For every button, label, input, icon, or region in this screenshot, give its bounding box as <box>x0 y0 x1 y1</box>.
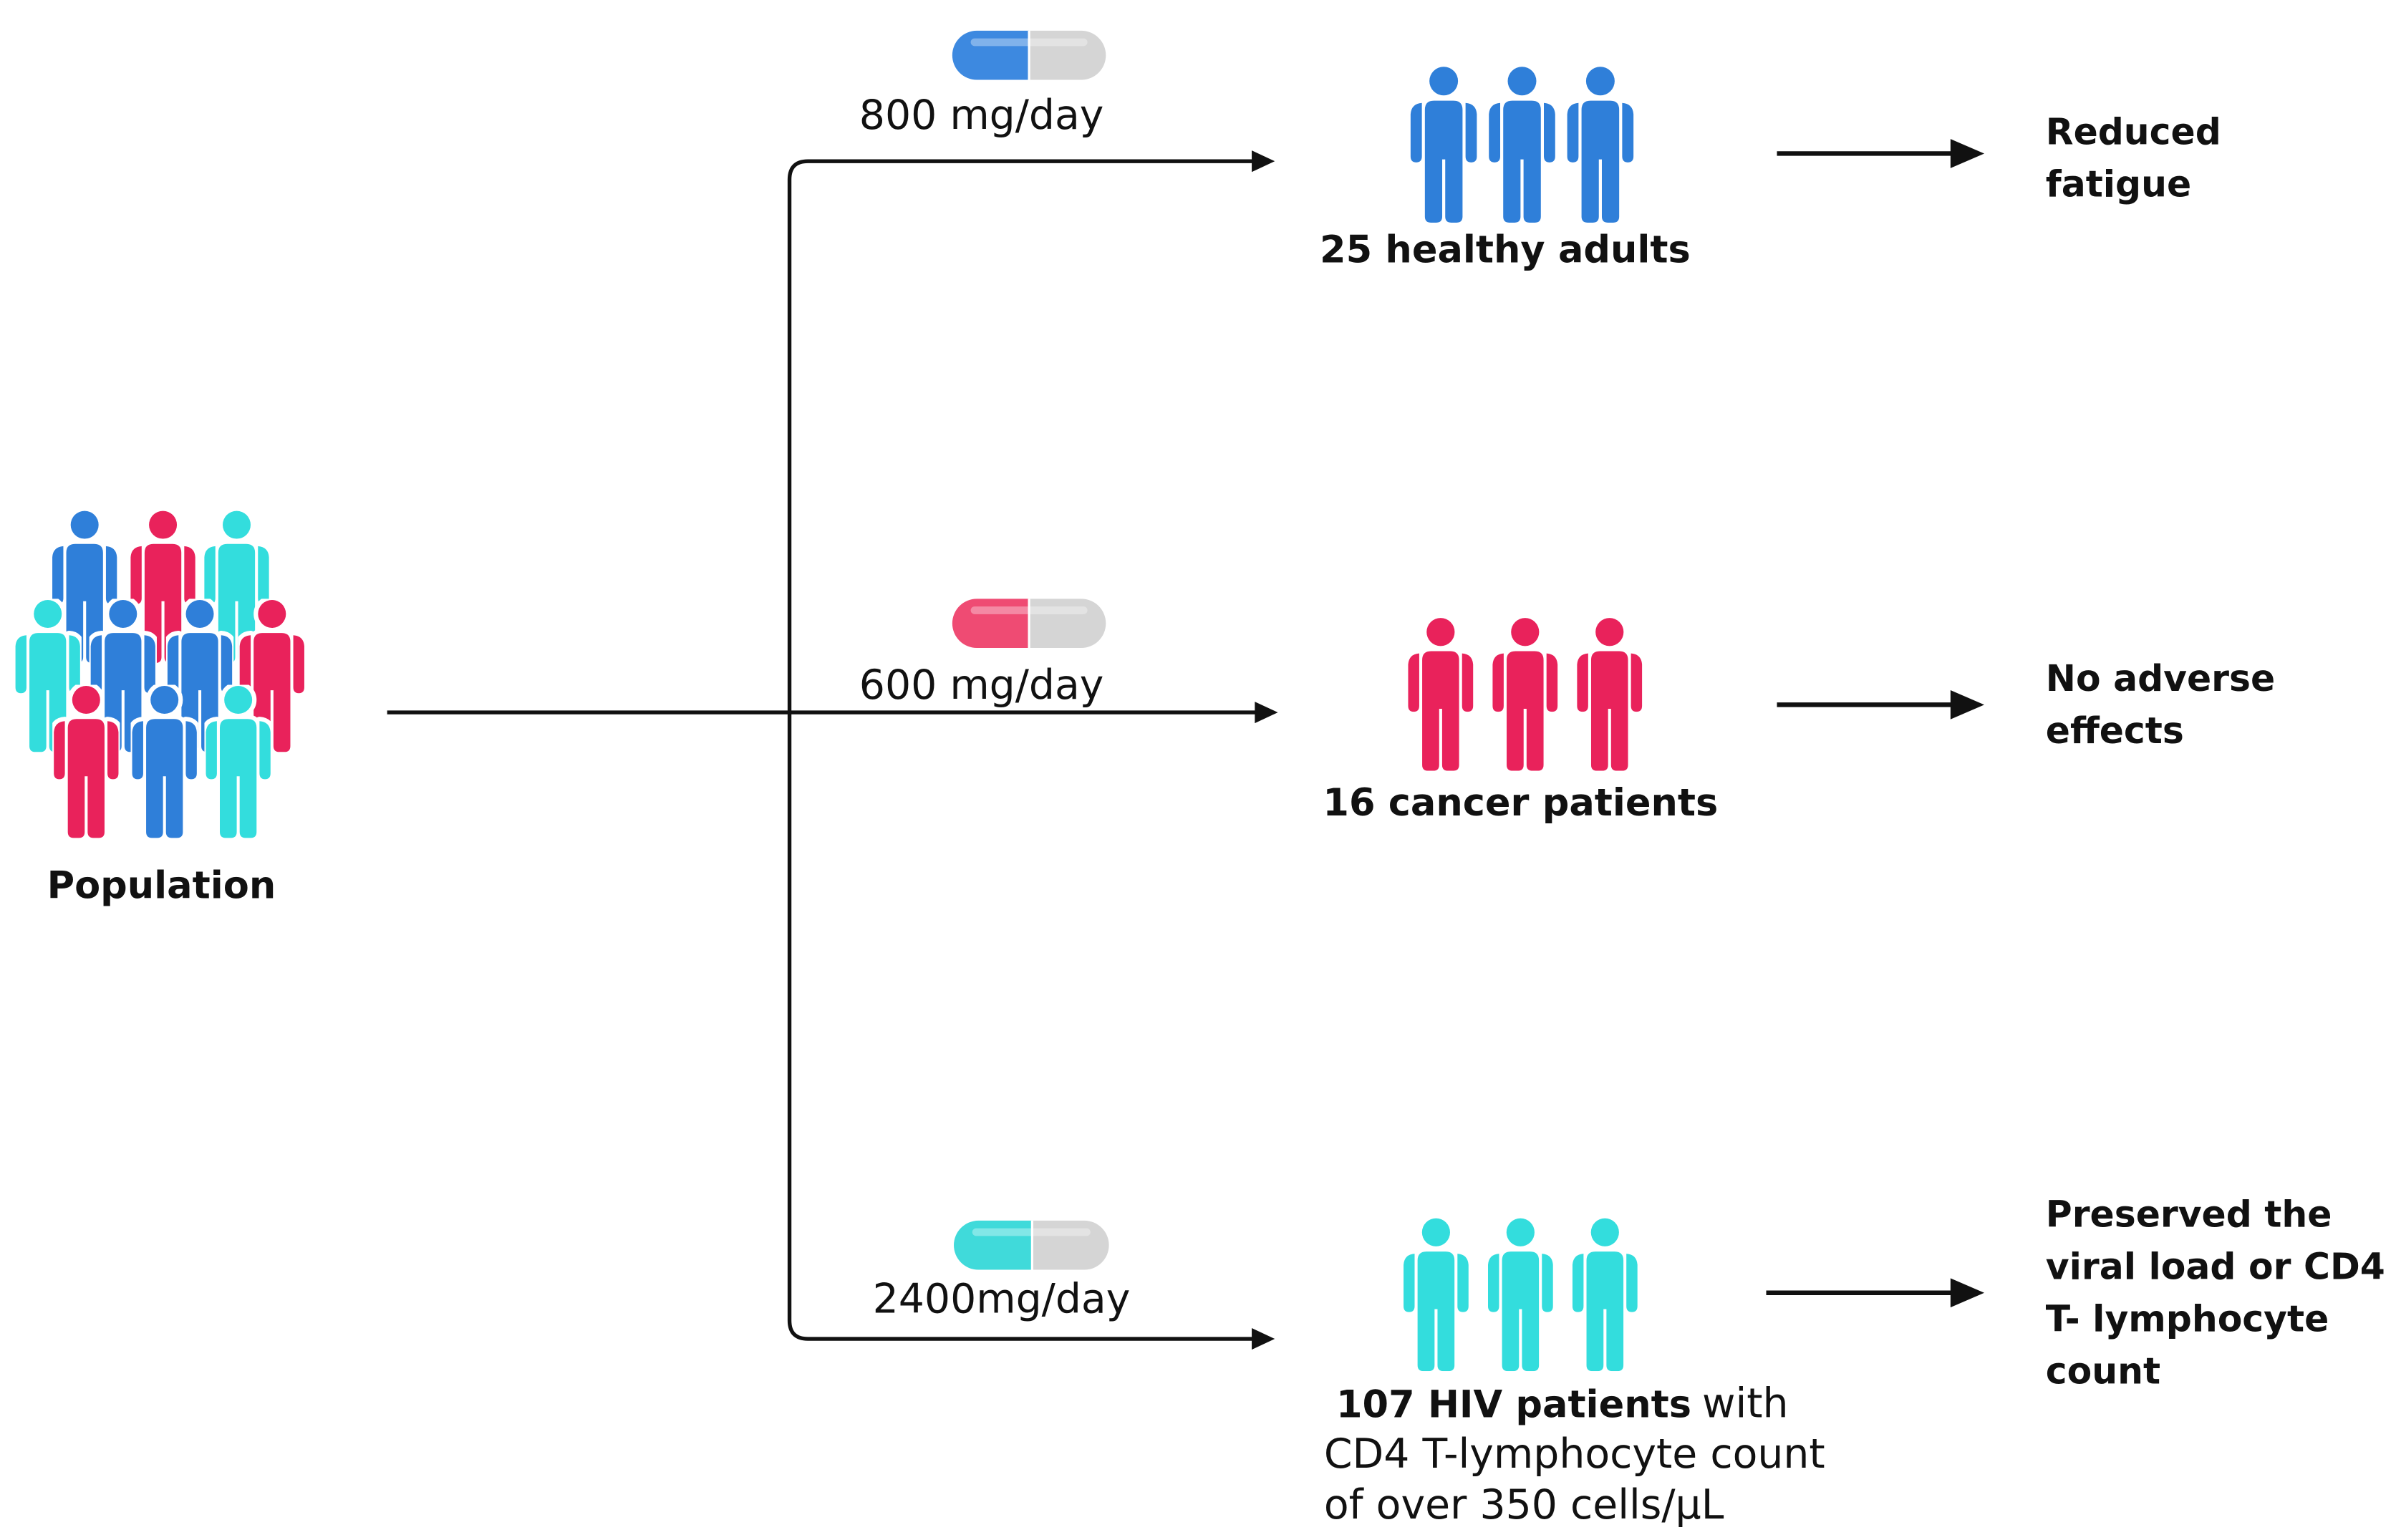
group-icon-cancer-patients <box>1408 618 1643 771</box>
capsule-icon <box>952 30 1106 80</box>
arrow-right-icon <box>1950 139 1985 168</box>
dose-label: 2400mg/day <box>873 1276 1131 1323</box>
group-label-bold: 107 HIV patients <box>1336 1382 1691 1426</box>
arrow-head-icon <box>1252 150 1275 173</box>
capsule-highlight <box>972 1228 1091 1236</box>
outcome-label: Preserved the viral load or CD4 T- lymph… <box>2046 1193 2385 1393</box>
person-icon <box>1410 67 1477 223</box>
dose-label: 600 mg/day <box>859 662 1104 709</box>
arrow-right-icon <box>1950 1278 1985 1308</box>
outcome-line: T- lymphocyte <box>2046 1297 2329 1340</box>
capsule-icon <box>952 599 1106 649</box>
capsule-left-half <box>954 1220 1033 1270</box>
outcome-label: Reduced fatigue <box>2046 111 2221 205</box>
outcome-line: Reduced <box>2046 111 2221 153</box>
outcome-line: Preserved the <box>2046 1193 2332 1236</box>
arrow-head-icon <box>1255 702 1278 724</box>
outcome-line: effects <box>2046 710 2184 752</box>
population-label: Population <box>47 864 276 908</box>
outcome-line: viral load or CD4 <box>2046 1245 2385 1287</box>
group-icon-healthy-adults <box>1410 67 1634 223</box>
group-label-line: of over 350 cells/µL <box>1324 1481 1724 1529</box>
capsule-highlight <box>970 38 1088 47</box>
capsule-right-half <box>1029 599 1106 649</box>
person-icon <box>1492 618 1558 771</box>
branch-connector-line <box>787 159 1257 1341</box>
capsule-icon <box>954 1220 1109 1270</box>
capsule-right-half <box>1032 1220 1109 1270</box>
person-icon <box>1489 67 1555 223</box>
person-icon <box>1408 618 1474 771</box>
group-label: 25 healthy adults <box>1320 228 1691 272</box>
person-icon <box>1487 1218 1553 1372</box>
capsule-right-half <box>1029 30 1106 80</box>
outcome-line: fatigue <box>2046 163 2191 205</box>
person-icon <box>1404 1218 1469 1372</box>
capsule-highlight <box>970 606 1088 614</box>
person-icon <box>1577 618 1643 771</box>
group-label-rest: with <box>1702 1380 1789 1427</box>
outcome-label: No adverse effects <box>2046 657 2275 752</box>
population-icon <box>16 511 304 838</box>
outcome-line: No adverse <box>2046 657 2275 699</box>
group-icon-hiv-patients <box>1404 1218 1638 1372</box>
dose-label: 800 mg/day <box>859 92 1104 139</box>
person-icon <box>1572 1218 1638 1372</box>
group-label: 16 cancer patients <box>1323 781 1718 825</box>
capsule-left-half <box>952 30 1030 80</box>
arrow-head-icon <box>1252 1328 1275 1350</box>
capsule-left-half <box>952 599 1030 649</box>
arrow-right-icon <box>1950 689 1985 720</box>
group-label-line: CD4 T-lymphocyte count <box>1324 1430 1825 1478</box>
outcome-line: count <box>2046 1350 2160 1392</box>
connectors <box>387 139 1985 1350</box>
person-icon <box>1567 67 1634 223</box>
